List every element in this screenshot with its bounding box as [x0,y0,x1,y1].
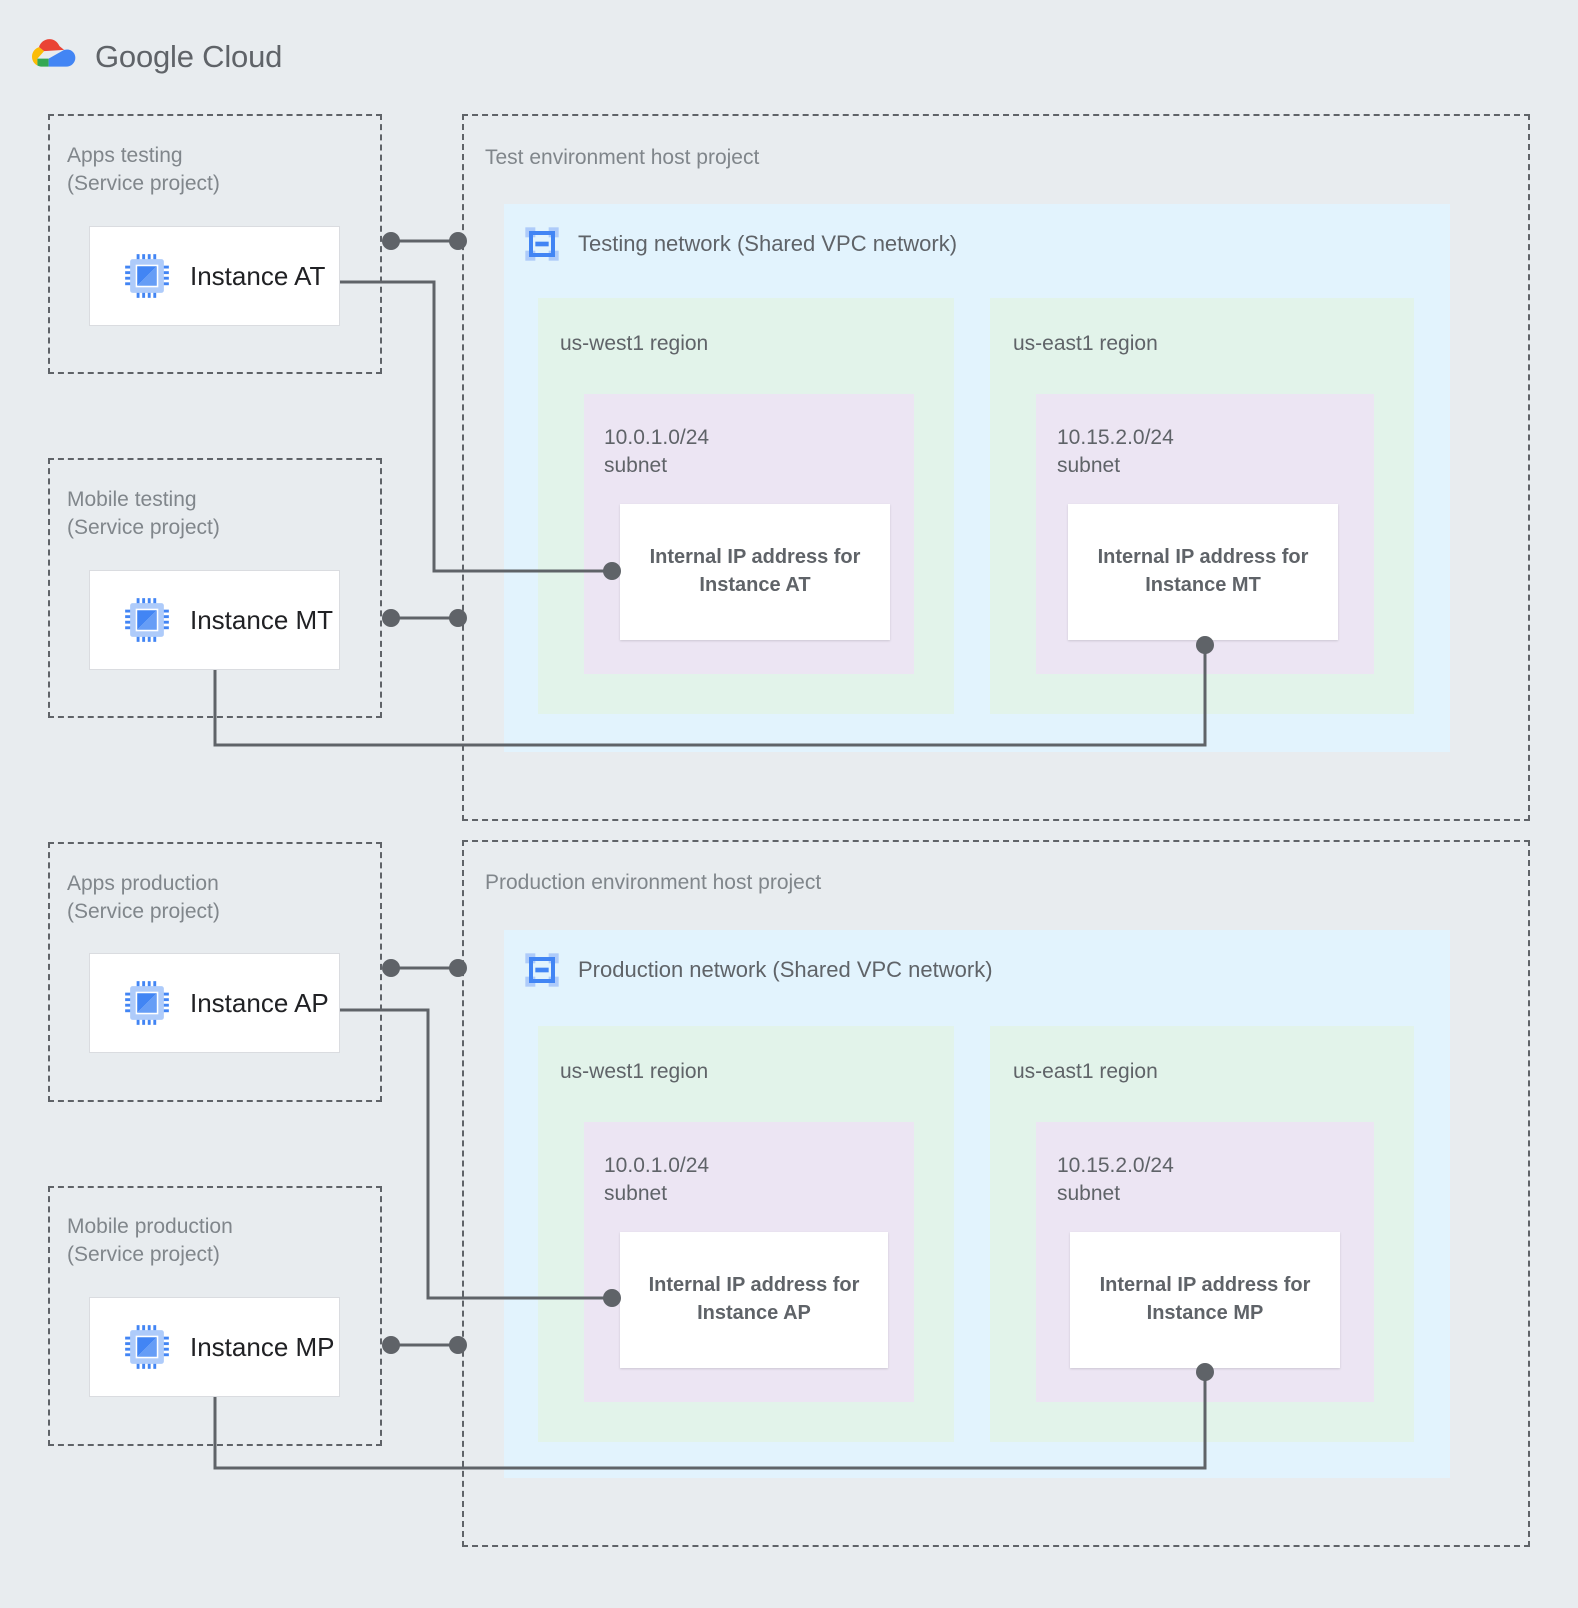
brand-cloud: Cloud [193,39,283,74]
subnet-test-us-east1-label: 10.15.2.0/24 subnet [1057,426,1174,477]
host-project-test-label: Test environment host project [485,146,760,169]
vpc-network-testing-title: Testing network (Shared VPC network) [578,231,958,256]
vpc-network-testing-header: Testing network (Shared VPC network) [522,224,957,264]
compute-engine-icon [125,1325,169,1369]
subnet-prod-us-east1-label: 10.15.2.0/24 subnet [1057,1154,1174,1205]
vpc-network-production-title: Production network (Shared VPC network) [578,957,993,982]
service-project-apps-production [48,842,382,1102]
region-test-us-west1-label: us-west1 region [560,332,709,355]
connector-dot-at-left [382,232,400,250]
host-project-production-label: Production environment host project [485,871,822,894]
instance-name-at: Instance AT [190,260,326,291]
instance-name-mt: Instance MT [190,604,334,635]
google-cloud-brand: Google Cloud [32,32,282,82]
ip-address-box-at: Internal IP address for Instance AT [620,504,890,640]
service-project-apps-testing-label: Apps testing (Service project) [67,144,220,195]
brand-google: Google [95,39,194,74]
vpc-network-icon [525,227,559,261]
instance-name-ap: Instance AP [190,987,329,1018]
instance-card-ap[interactable]: Instance AP [89,953,340,1053]
instance-name-mp: Instance MP [190,1331,335,1362]
region-prod-us-east1-label: us-east1 region [1013,1060,1158,1083]
subnet-test-us-west1-label: 10.0.1.0/24 subnet [604,426,710,477]
ip-address-box-mp: Internal IP address for Instance MP [1070,1232,1340,1368]
ip-address-box-ap: Internal IP address for Instance AP [620,1232,888,1368]
instance-card-mp[interactable]: Instance MP [89,1297,340,1397]
instance-card-at[interactable]: Instance AT [89,226,340,326]
compute-engine-icon [125,981,169,1025]
instance-card-mt[interactable]: Instance MT [89,570,340,670]
brand-title: Google Cloud [95,39,282,75]
google-cloud-logo-icon [32,39,76,67]
compute-engine-icon [125,254,169,298]
vpc-network-icon [525,953,559,987]
region-prod-us-west1-label: us-west1 region [560,1060,709,1083]
connector-dot-ap-left [382,959,400,977]
service-project-apps-testing [48,114,382,374]
service-project-mobile-testing-label: Mobile testing (Service project) [67,488,220,539]
subnet-prod-us-west1-label: 10.0.1.0/24 subnet [604,1154,710,1205]
service-project-mobile-production-label: Mobile production (Service project) [67,1215,233,1266]
region-test-us-east1-label: us-east1 region [1013,332,1158,355]
ip-address-box-mt: Internal IP address for Instance MT [1068,504,1338,640]
vpc-network-production-header: Production network (Shared VPC network) [522,950,993,990]
connector-dot-mp-left [382,1336,400,1354]
connector-dot-mt-left [382,609,400,627]
service-project-apps-production-label: Apps production (Service project) [67,872,220,923]
compute-engine-icon [125,598,169,642]
